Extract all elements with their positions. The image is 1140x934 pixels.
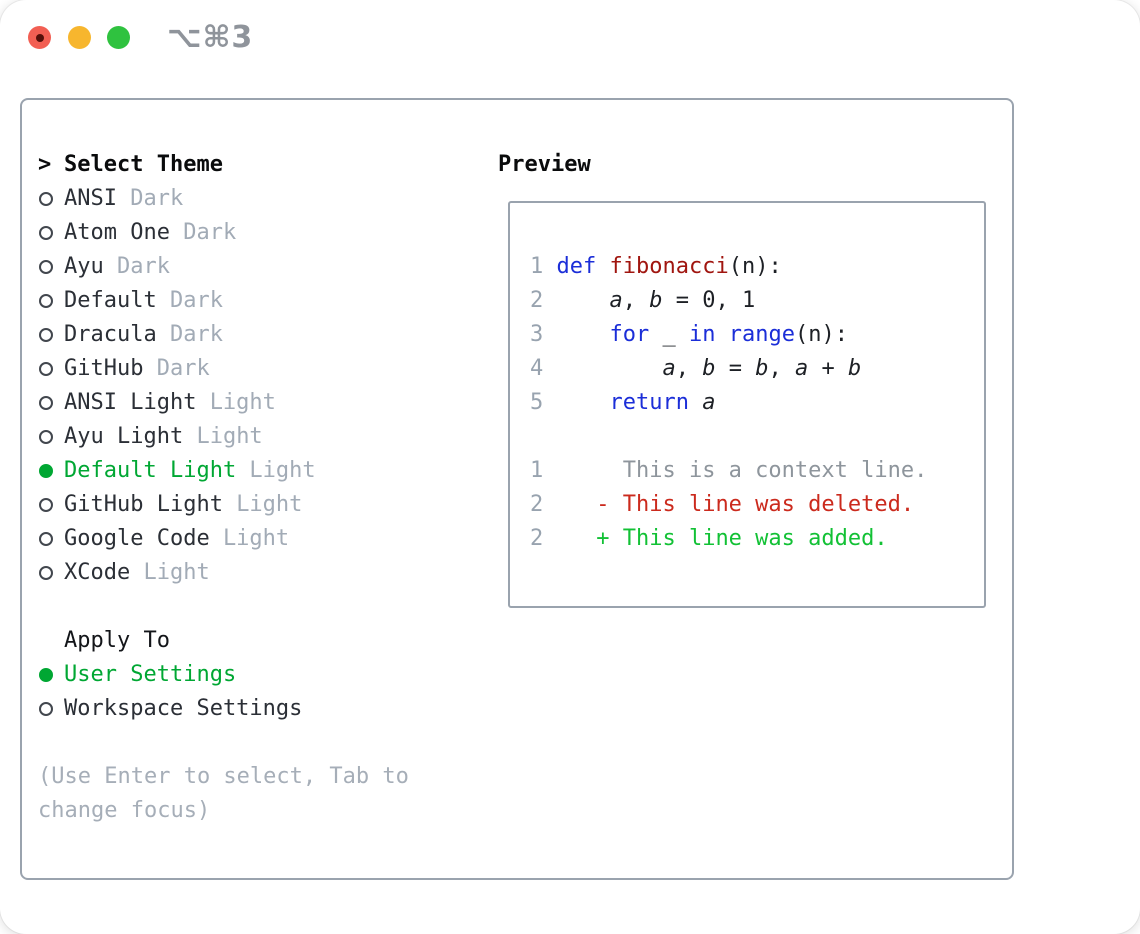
theme-name: GitHub	[64, 356, 144, 381]
code-line: 4 a, b = b, a + b	[530, 356, 862, 381]
radio-unselected-icon	[39, 566, 53, 580]
theme-variant: Dark	[183, 220, 237, 245]
radio-unselected-icon	[39, 328, 53, 342]
theme-variant: Dark	[116, 254, 170, 279]
radio-unselected-icon	[39, 396, 53, 410]
theme-name: Atom One	[64, 220, 170, 245]
theme-variant: Dark	[156, 356, 210, 381]
radio-unselected-icon	[39, 192, 53, 206]
preview-box	[508, 201, 986, 608]
theme-option[interactable]: XCode Light	[38, 556, 316, 590]
radio-selected-icon	[39, 464, 53, 478]
apply-option-label: Workspace Settings	[64, 696, 303, 721]
window-shortcut-label: ⌥⌘3	[167, 20, 254, 55]
theme-variant: Light	[222, 526, 290, 551]
apply-option[interactable]: Workspace Settings	[38, 692, 302, 726]
radio-selected-icon	[39, 668, 53, 682]
theme-name: Default	[64, 288, 157, 313]
theme-name: Ayu	[64, 254, 104, 279]
radio-unselected-icon	[39, 430, 53, 444]
radio-unselected-icon	[39, 226, 53, 240]
cursor-indicator: >	[38, 152, 52, 177]
theme-variant: Dark	[169, 322, 223, 347]
code-line: 2 + This line was added.	[530, 526, 888, 551]
theme-option[interactable]: Default Dark	[38, 284, 316, 318]
theme-name: ANSI	[64, 186, 117, 211]
titlebar: ⌥⌘3	[0, 0, 1140, 74]
code-line: 2 a, b = 0, 1	[530, 288, 756, 313]
theme-name: GitHub Light	[64, 492, 223, 517]
theme-variant: Light	[143, 560, 210, 585]
apply-option[interactable]: User Settings	[38, 658, 302, 692]
theme-option[interactable]: ANSI Light Light	[38, 386, 316, 420]
radio-unselected-icon	[39, 702, 53, 716]
radio-unselected-icon	[39, 498, 53, 512]
code-line: 1 This is a context line.	[530, 458, 928, 483]
select-theme-title: Select Theme	[64, 152, 223, 177]
zoom-button[interactable]	[107, 26, 130, 49]
radio-unselected-icon	[39, 362, 53, 376]
theme-option[interactable]: GitHub Light Light	[38, 488, 316, 522]
theme-name: Ayu Light	[64, 424, 184, 449]
theme-name: XCode	[64, 560, 131, 585]
theme-name: Default Light	[64, 458, 237, 483]
theme-variant: Light	[249, 458, 316, 483]
theme-option[interactable]: Atom One Dark	[38, 216, 316, 250]
theme-option[interactable]: Ayu Dark	[38, 250, 316, 284]
theme-variant: Light	[236, 492, 303, 517]
theme-variant: Light	[196, 424, 263, 449]
minimize-button[interactable]	[68, 26, 91, 49]
theme-name: Google Code	[64, 526, 210, 551]
theme-variant: Light	[209, 390, 276, 415]
code-line: 5 return a	[530, 390, 716, 415]
code-preview: 1 def fibonacci(n): 2 a, b = 0, 1 3 for _ …	[530, 250, 927, 556]
code-line	[530, 420, 927, 454]
apply-option-label: User Settings	[64, 662, 237, 687]
hint-text: (Use Enter to select, Tab to change focu…	[38, 764, 409, 823]
theme-option[interactable]: Ayu Light Light	[38, 420, 316, 454]
theme-name: Dracula	[64, 322, 157, 347]
code-line: 2 - This line was deleted.	[530, 492, 915, 517]
theme-variant: Dark	[130, 186, 184, 211]
theme-option[interactable]: Dracula Dark	[38, 318, 316, 352]
radio-unselected-icon	[39, 532, 53, 546]
record-dot-icon	[35, 33, 44, 42]
radio-unselected-icon	[39, 294, 53, 308]
radio-unselected-icon	[39, 260, 53, 274]
close-button[interactable]	[28, 26, 51, 49]
theme-option[interactable]: ANSI Dark	[38, 182, 316, 216]
theme-variant: Dark	[169, 288, 223, 313]
code-line: 3 for _ in range(n):	[530, 322, 848, 347]
theme-option[interactable]: Google Code Light	[38, 522, 316, 556]
code-line: 1 def fibonacci(n):	[530, 254, 782, 279]
preview-header: Preview	[498, 152, 591, 177]
apply-to-title: Apply To	[64, 628, 170, 653]
theme-option[interactable]: GitHub Dark	[38, 352, 316, 386]
select-theme-header: > Select Theme	[38, 148, 316, 182]
apply-to-header: Apply To	[38, 624, 302, 658]
theme-name: ANSI Light	[64, 390, 197, 415]
theme-option[interactable]: Default Light Light	[38, 454, 316, 488]
